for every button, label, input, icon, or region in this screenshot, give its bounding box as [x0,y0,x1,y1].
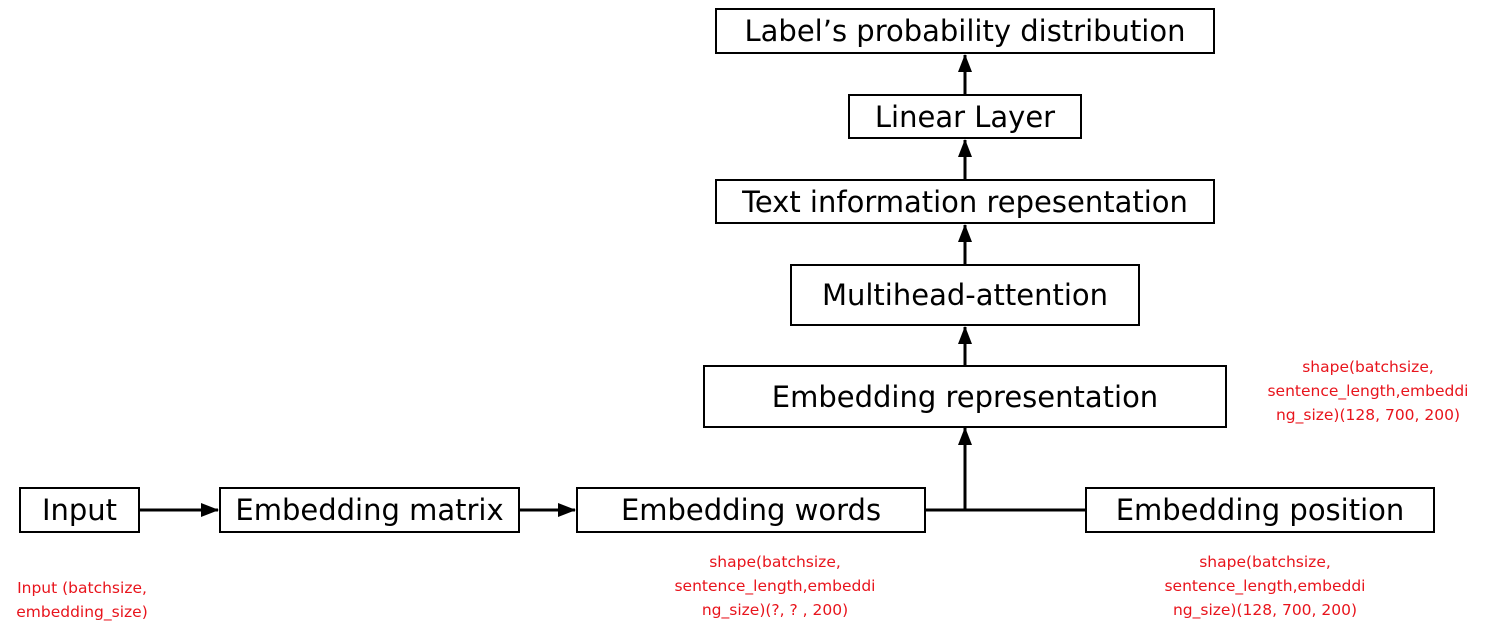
text-information-box: Text information repesentation [715,179,1215,224]
note-line: shape(batchsize, [709,553,841,571]
note-line: Input (batchsize, [17,579,147,597]
input-box: Input [19,487,140,533]
note-line: sentence_length,embeddi [1164,577,1366,595]
position-shape-note: shape(batchsize, sentence_length,embeddi… [1140,550,1390,622]
embedding-position-box: Embedding position [1085,487,1435,533]
embedding-matrix-box: Embedding matrix [219,487,520,533]
embedding-words-box: Embedding words [576,487,926,533]
note-line: embedding_size) [16,603,148,621]
note-line: ng_size)(?, ? , 200) [701,601,849,619]
note-line: sentence_length,embeddi [674,577,876,595]
label-distribution-box: Label’s probability distribution [715,8,1215,54]
embedding-representation-box: Embedding representation [703,365,1227,428]
note-line: ng_size)(128, 700, 200) [1172,601,1358,619]
multihead-attention-box: Multihead-attention [790,264,1140,326]
note-line: ng_size)(128, 700, 200) [1275,406,1461,424]
note-line: shape(batchsize, [1199,553,1331,571]
representation-shape-note: shape(batchsize, sentence_length,embeddi… [1248,355,1488,427]
linear-layer-box: Linear Layer [848,94,1082,139]
note-line: sentence_length,embeddi [1267,382,1469,400]
note-line: shape(batchsize, [1302,358,1434,376]
input-shape-note: Input (batchsize, embedding_size) [2,576,162,624]
words-shape-note: shape(batchsize, sentence_length,embeddi… [650,550,900,622]
